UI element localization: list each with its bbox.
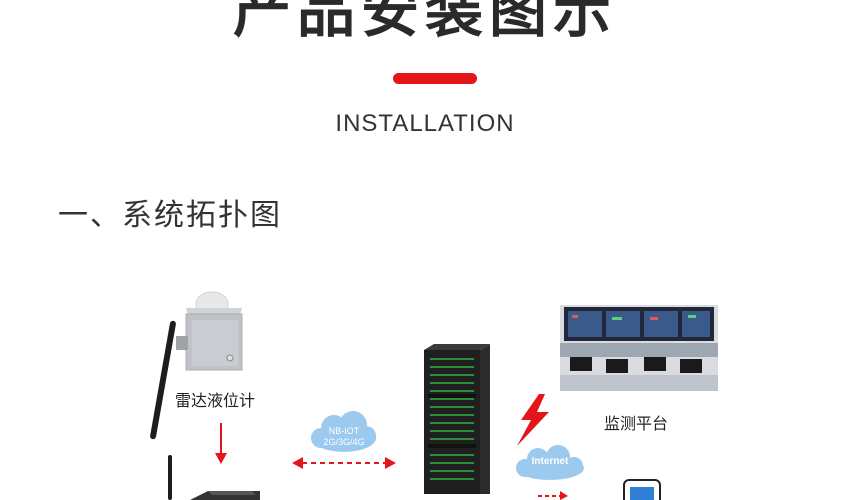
radar-level-gauge-image xyxy=(150,291,243,440)
down-arrow-icon xyxy=(215,423,227,464)
cloud-network-icon xyxy=(311,411,376,452)
radar-level-gauge-label: 雷达液位计 xyxy=(175,391,256,410)
cloud-network-label-line1: NB-IOT xyxy=(328,426,360,436)
server-rack-image xyxy=(424,344,490,494)
cloud-internet-icon xyxy=(516,445,584,480)
cloud-network-label-line2: 2G/3G/4G xyxy=(323,437,365,447)
monitoring-platform-label: 监测平台 xyxy=(604,414,669,433)
title-accent-bar xyxy=(393,73,477,84)
page-subtitle: INSTALLATION xyxy=(335,110,515,137)
monitoring-room-image xyxy=(560,305,718,391)
gateway-device-image xyxy=(168,455,260,500)
right-arrow-icon xyxy=(538,491,568,500)
page-title: 产品安装图示 xyxy=(232,0,617,45)
section-heading: 一、系统拓扑图 xyxy=(58,198,282,233)
lightning-icon xyxy=(517,394,549,446)
phone-icon xyxy=(623,479,661,500)
cloud-internet-label: Internet xyxy=(531,456,569,467)
bidirectional-arrow-icon xyxy=(292,457,396,469)
